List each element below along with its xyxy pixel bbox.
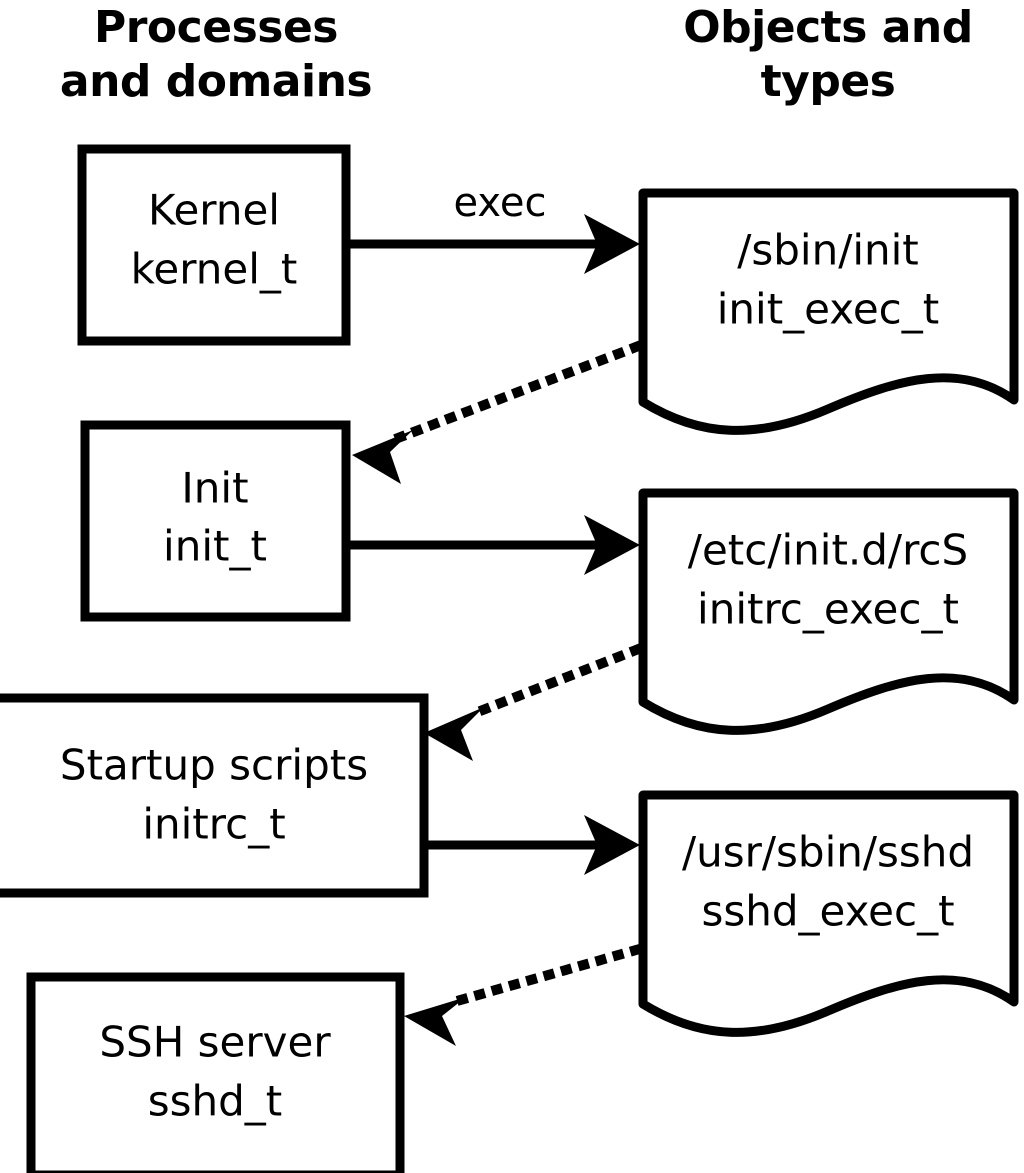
node-kernel-line2: kernel_t xyxy=(131,245,298,294)
node-sshd-exec-line1: /usr/sbin/sshd xyxy=(682,828,974,877)
node-ssh-server-box[interactable] xyxy=(26,972,405,1173)
arrowhead-icon xyxy=(424,707,484,761)
edge-init-exec-initrc-exec xyxy=(350,515,640,575)
node-startup-scripts-line1: Startup scripts xyxy=(60,741,368,790)
edge-line xyxy=(443,943,643,1010)
arrowhead-icon xyxy=(352,430,413,484)
edge-label-exec: exec xyxy=(454,180,547,226)
node-init-exec[interactable]: /sbin/init init_exec_t xyxy=(638,188,1019,435)
edge-initrc-exec-sshd-exec xyxy=(428,815,640,875)
node-init-exec-line1: /sbin/init xyxy=(737,226,919,275)
node-startup-scripts[interactable]: Startup scripts initrc_t xyxy=(0,693,429,898)
node-initrc-exec-document-shape[interactable] xyxy=(638,488,1019,735)
node-init-box[interactable] xyxy=(80,420,351,622)
column-header-objects-line1: Objects and xyxy=(683,2,972,53)
node-init-line2: init_t xyxy=(163,522,267,571)
arrowhead-icon xyxy=(584,214,640,274)
column-header-objects: Objects and types xyxy=(683,2,973,107)
node-init-exec-line2: init_exec_t xyxy=(717,285,940,334)
node-ssh-server[interactable]: SSH server sshd_t xyxy=(26,972,405,1173)
arrowhead-icon xyxy=(404,997,466,1046)
node-startup-scripts-line2: initrc_t xyxy=(142,800,285,849)
node-kernel-line1: Kernel xyxy=(148,186,280,235)
column-header-processes: Processes and domains xyxy=(60,2,373,107)
node-init-exec-document-shape[interactable] xyxy=(638,188,1019,435)
arrowhead-icon xyxy=(584,515,640,575)
node-kernel-box[interactable] xyxy=(77,144,351,346)
node-sshd-exec[interactable]: /usr/sbin/sshd sshd_exec_t xyxy=(638,790,1019,1037)
node-sshd-exec-line2: sshd_exec_t xyxy=(701,887,954,936)
node-init[interactable]: Init init_t xyxy=(80,420,351,622)
node-ssh-server-line1: SSH server xyxy=(99,1018,331,1067)
edge-sshd-exec-to-sshd xyxy=(404,943,643,1046)
node-kernel[interactable]: Kernel kernel_t xyxy=(77,144,351,346)
edge-line xyxy=(391,340,643,445)
edge-initrc-exec-to-initrc xyxy=(424,643,643,761)
node-ssh-server-line2: sshd_t xyxy=(148,1077,283,1126)
node-initrc-exec-line1: /etc/init.d/rcS xyxy=(688,526,968,575)
column-header-processes-line2: and domains xyxy=(60,56,372,107)
node-initrc-exec[interactable]: /etc/init.d/rcS initrc_exec_t xyxy=(638,488,1019,735)
node-initrc-exec-line2: initrc_exec_t xyxy=(697,585,959,634)
column-header-objects-line2: types xyxy=(761,56,896,107)
node-startup-scripts-box[interactable] xyxy=(0,693,429,898)
node-sshd-exec-document-shape[interactable] xyxy=(638,790,1019,1037)
column-header-processes-line1: Processes xyxy=(94,2,338,53)
node-init-line1: Init xyxy=(181,464,248,513)
edge-init-exec-to-init xyxy=(352,340,643,484)
arrowhead-icon xyxy=(584,815,640,875)
edge-kernel-exec-init-exec: exec xyxy=(350,180,640,274)
edge-line xyxy=(463,643,643,722)
